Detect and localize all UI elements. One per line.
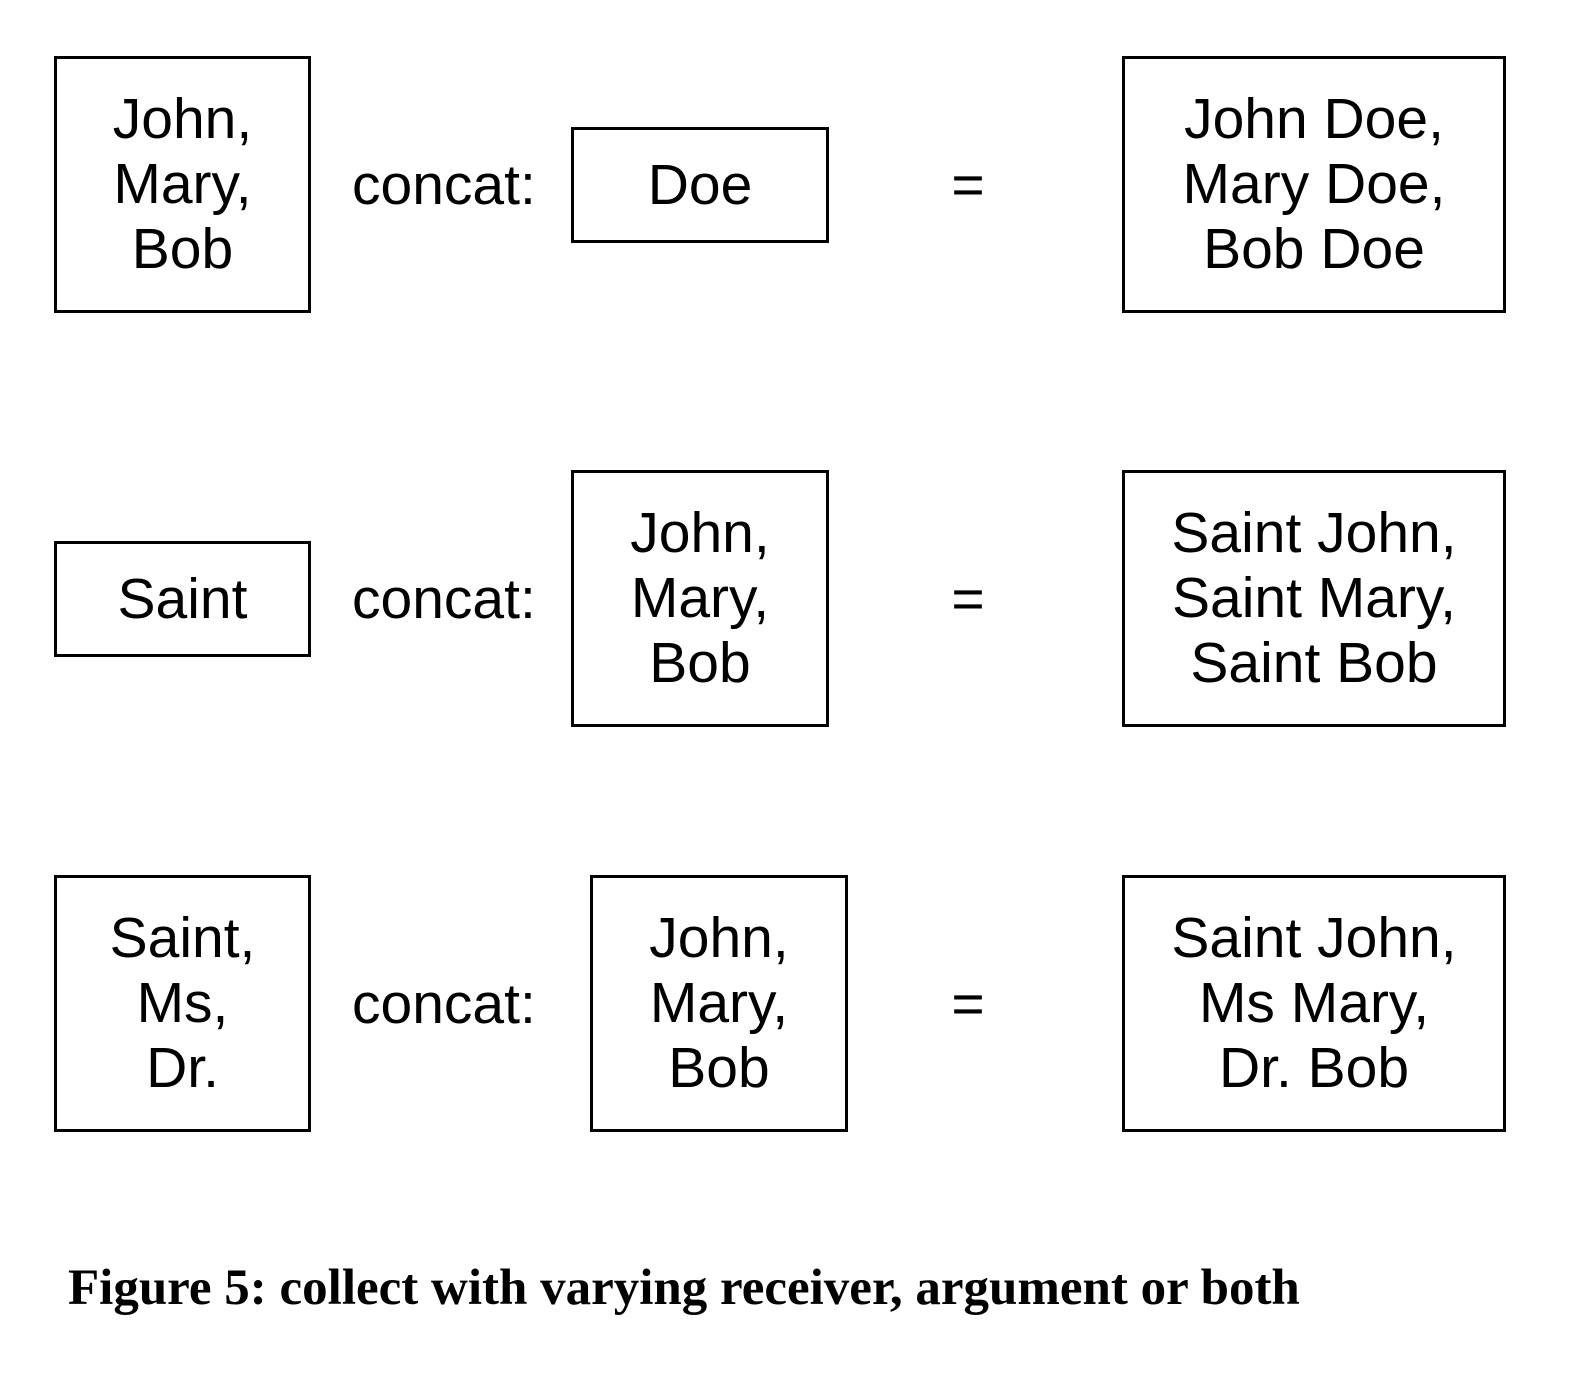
operator-label: concat: <box>352 153 536 217</box>
argument-line: Doe <box>647 152 753 217</box>
result-box: Saint John, Saint Mary, Saint Bob <box>1122 470 1506 727</box>
receiver-line: Ms, <box>136 971 229 1035</box>
receiver-box: Saint <box>54 541 311 657</box>
result-line: Ms Mary, <box>1198 971 1430 1035</box>
receiver-line: John, <box>112 87 253 151</box>
result-line: John Doe, <box>1184 87 1444 151</box>
argument-line: John, <box>649 906 789 970</box>
figure-caption: Figure 5: collect with varying receiver,… <box>68 1260 1300 1316</box>
argument-box: John, Mary, Bob <box>590 875 848 1132</box>
equals-sign: = <box>951 972 985 1036</box>
argument-line: Bob <box>668 1036 770 1100</box>
equals-sign: = <box>951 567 985 631</box>
receiver-line: Saint, <box>109 906 256 970</box>
receiver-line: Saint <box>117 566 248 631</box>
operator-label: concat: <box>352 567 536 631</box>
argument-line: Mary, <box>630 566 770 630</box>
receiver-line: Bob <box>131 217 234 281</box>
argument-box: John, Mary, Bob <box>571 470 829 727</box>
argument-box: Doe <box>571 127 829 243</box>
receiver-box: Saint, Ms, Dr. <box>54 875 311 1132</box>
receiver-line: Mary, <box>113 152 252 216</box>
result-line: Bob Doe <box>1203 217 1425 281</box>
result-line: Saint Mary, <box>1171 566 1457 630</box>
result-line: Saint John, <box>1171 501 1457 565</box>
argument-line: Bob <box>649 631 751 695</box>
receiver-line: Dr. <box>146 1036 219 1100</box>
receiver-box: John, Mary, Bob <box>54 56 311 313</box>
result-line: Mary Doe, <box>1182 152 1446 216</box>
result-line: Saint Bob <box>1190 631 1438 695</box>
result-box: John Doe, Mary Doe, Bob Doe <box>1122 56 1506 313</box>
argument-line: Mary, <box>649 971 789 1035</box>
argument-line: John, <box>630 501 770 565</box>
result-line: Dr. Bob <box>1218 1036 1410 1100</box>
operator-label: concat: <box>352 972 536 1036</box>
result-box: Saint John, Ms Mary, Dr. Bob <box>1122 875 1506 1132</box>
equals-sign: = <box>951 153 985 217</box>
result-line: Saint John, <box>1171 906 1457 970</box>
